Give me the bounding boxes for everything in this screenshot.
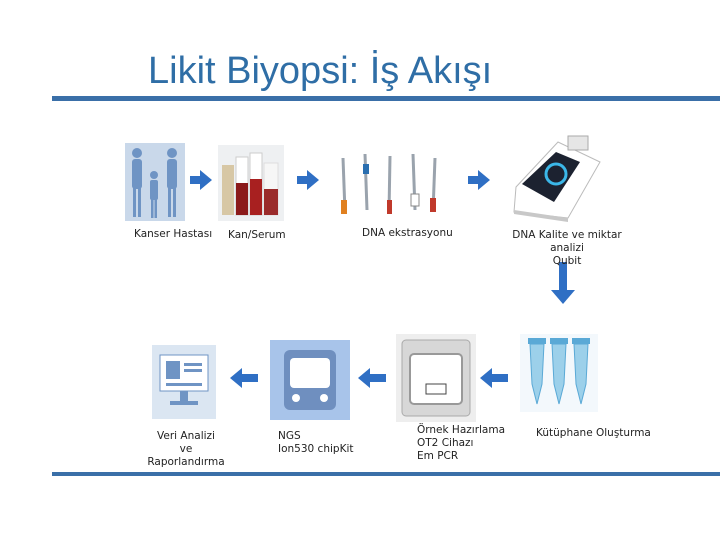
patient-silhouettes-image — [125, 143, 185, 221]
analysis-label-line2: ve — [138, 443, 234, 456]
page-title: Likit Biyopsi: İş Akışı — [148, 50, 492, 93]
prep-label-line2: OT2 Cihazı — [417, 437, 505, 450]
blood-label: Kan/Serum — [228, 229, 286, 242]
arrow-left-icon — [480, 368, 508, 388]
prep-label-line1: Örnek Hazırlama — [417, 424, 505, 437]
ngs-label-line2: Ion530 chipKit — [278, 443, 353, 456]
pipettes-image — [335, 150, 445, 220]
arrow-right-icon — [190, 168, 212, 192]
library-label: Kütüphane Oluşturma — [536, 427, 651, 440]
extraction-label: DNA ekstrasyonu — [362, 227, 453, 240]
qubit-device-image — [508, 132, 602, 222]
pcr-tubes-image — [520, 334, 598, 412]
report-monitor-image — [152, 345, 216, 419]
arrow-down-icon — [551, 262, 575, 304]
ngs-label-line1: NGS — [278, 430, 353, 443]
analysis-label: Veri Analizi ve Raporlandırma — [138, 430, 234, 469]
qc-label-line1: DNA Kalite ve miktar analizi — [508, 229, 626, 255]
prep-label-line3: Em PCR — [417, 450, 505, 463]
arrow-left-icon — [230, 368, 258, 388]
analysis-label-line3: Raporlandırma — [138, 456, 234, 469]
blood-tubes-image — [218, 145, 284, 221]
title-rule — [52, 96, 720, 101]
arrow-left-icon — [358, 368, 386, 388]
qc-label-line2: Qubit — [508, 255, 626, 268]
arrow-right-icon — [297, 168, 319, 192]
analysis-label-line1: Veri Analizi — [138, 430, 234, 443]
ngs-label: NGS Ion530 chipKit — [278, 430, 353, 456]
patient-label: Kanser Hastası — [134, 228, 212, 241]
bottom-rule — [52, 472, 720, 476]
ion-chip-image — [270, 340, 350, 420]
qc-label: DNA Kalite ve miktar analizi Qubit — [508, 229, 626, 268]
arrow-right-icon — [468, 168, 490, 192]
prep-label: Örnek Hazırlama OT2 Cihazı Em PCR — [417, 424, 505, 463]
ot2-instrument-image — [396, 334, 476, 422]
